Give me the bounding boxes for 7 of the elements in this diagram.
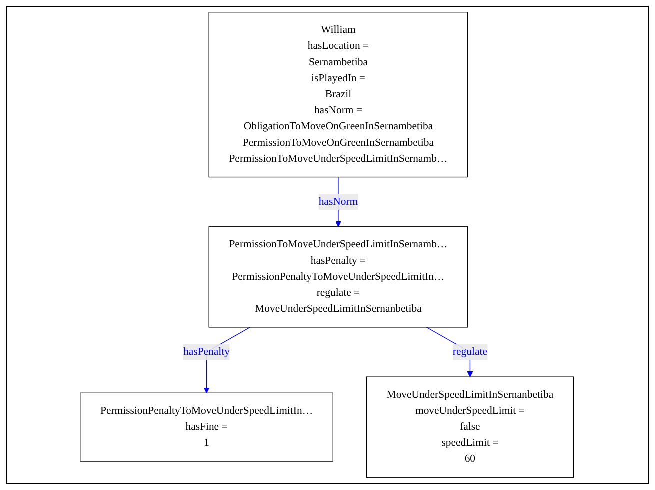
edge-label: hasNorm — [319, 196, 359, 208]
node-box: MoveUnderSpeedLimitInSernanbetiba moveUnderSpeedLimit = false speedLimit = 60 — [366, 376, 574, 478]
node-box: PermissionToMoveUnderSpeedLimitInSernamb… hasPenalty = PermissionPenaltyToMoveUnderSpeedLimitIn… regulate = MoveUnderSpeedLimitInSernanbetiba — [209, 226, 469, 328]
edge-label: hasPenalty — [184, 346, 230, 358]
node-box: William hasLocation = Sernambetiba isPlayedIn = Brazil hasNorm = ObligationToMoveOnGreenInSernambetiba PermissionToMoveOnGreenInSernambetiba PermissionToMoveUnderSpeedLimitInSernamb… — [209, 12, 469, 178]
node-box: PermissionPenaltyToMoveUnderSpeedLimitIn… hasFine = 1 — [80, 392, 334, 462]
edge-label: regulate — [453, 346, 488, 358]
